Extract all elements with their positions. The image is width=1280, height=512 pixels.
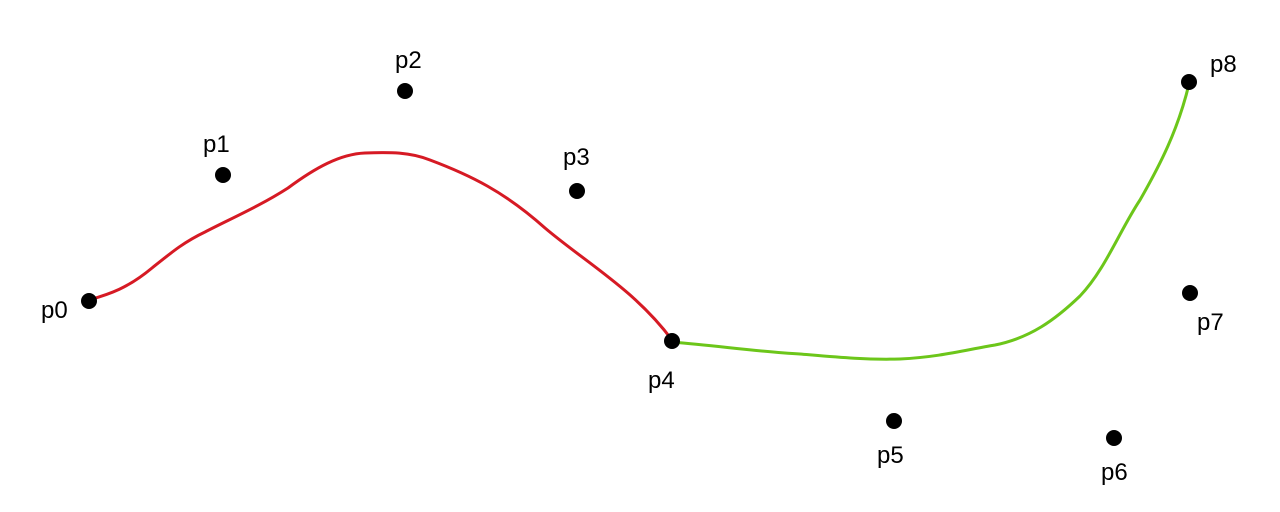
point-p4 [664,333,680,349]
point-p8 [1181,74,1197,90]
control-points [81,74,1198,446]
point-p6 [1106,430,1122,446]
label-p2: p2 [395,47,422,74]
point-p3 [569,183,585,199]
red-curve-segment [87,151,674,342]
label-p3: p3 [563,144,590,171]
point-p7 [1182,285,1198,301]
point-labels: p0 p1 p2 p3 p4 p5 p6 p7 p8 [41,47,1237,486]
point-p0 [81,293,97,309]
label-p6: p6 [1101,459,1128,486]
label-p5: p5 [877,442,904,469]
point-p5 [886,413,902,429]
label-p1: p1 [203,131,230,158]
label-p0: p0 [41,297,68,324]
green-curve-segment [670,82,1191,361]
label-p7: p7 [1197,309,1224,336]
label-p4: p4 [648,367,675,394]
point-p2 [397,83,413,99]
point-p1 [215,167,231,183]
label-p8: p8 [1210,51,1237,78]
